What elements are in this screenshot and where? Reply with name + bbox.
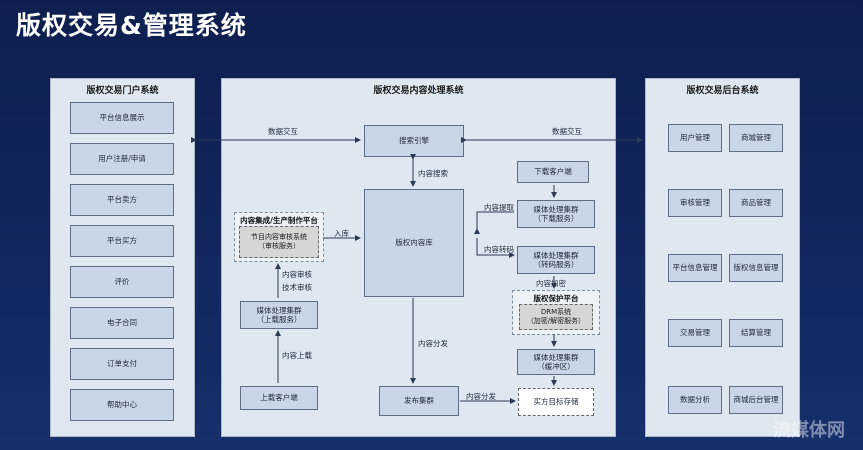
processing-title: 版权交易内容处理系统 xyxy=(373,86,464,96)
media-cluster-upload[interactable]: 媒体处理集群 （上载服务） xyxy=(240,301,318,329)
label-data-exchange-right: 数据交互 xyxy=(552,127,582,136)
drm-system[interactable]: DRM系统 （加密/解密服务） xyxy=(519,304,593,330)
backend-copyright-info-management[interactable]: 版权信息管理 xyxy=(729,254,783,282)
backend-settlement-management[interactable]: 结算管理 xyxy=(729,319,783,347)
drm-platform: 版权保护平台 DRM系统 （加密/解密服务） xyxy=(512,290,600,335)
label-content-distribute-2: 内容分发 xyxy=(466,392,496,401)
watermark-logo: 流媒体网 xyxy=(773,420,845,441)
portal-item-seller[interactable]: 平台卖方 xyxy=(70,184,174,216)
label-content-distribute-1: 内容分发 xyxy=(418,339,448,348)
portal-item-register[interactable]: 用户注册/申请 xyxy=(70,143,174,175)
portal-item-e-contract[interactable]: 电子合同 xyxy=(70,307,174,339)
backend-mall-management[interactable]: 商城管理 xyxy=(729,124,783,152)
backend-panel: 版权交易后台系统 用户管理 商城管理 审核管理 商品管理 平台信息管理 版权信息… xyxy=(645,78,800,437)
label-inbound: 入库 xyxy=(334,229,349,238)
backend-mall-backend-management[interactable]: 商城后台管理 xyxy=(729,386,783,414)
portal-item-review[interactable]: 评价 xyxy=(70,266,174,298)
backend-product-management[interactable]: 商品管理 xyxy=(729,189,783,217)
portal-panel: 版权交易门户系统 平台信息展示 用户注册/申请 平台卖方 平台买方 评价 电子合… xyxy=(50,78,195,437)
backend-user-management[interactable]: 用户管理 xyxy=(668,124,722,152)
backend-title: 版权交易后台系统 xyxy=(686,86,759,96)
production-platform: 内容集成/生产制作平台 节目内容审核系统 （审核服务） xyxy=(234,212,324,262)
arrow-content-extract xyxy=(474,211,514,234)
backend-data-analysis[interactable]: 数据分析 xyxy=(668,386,722,414)
portal-item-platform-info[interactable]: 平台信息展示 xyxy=(70,102,174,134)
label-content-extract: 内容提取 xyxy=(484,203,514,212)
portal-item-help-center[interactable]: 帮助中心 xyxy=(70,389,174,421)
portal-item-order-payment[interactable]: 订单支付 xyxy=(70,348,174,380)
portal-title: 版权交易门户系统 xyxy=(86,86,159,96)
label-content-encrypt: 内容加密 xyxy=(536,279,566,288)
label-content-transcode: 内容转码 xyxy=(484,245,514,254)
label-content-upload: 内容上载 xyxy=(282,351,312,360)
media-cluster-cache[interactable]: 媒体处理集群 （缓冲区） xyxy=(517,349,595,375)
download-client[interactable]: 下载客户端 xyxy=(517,161,589,183)
portal-item-buyer[interactable]: 平台买方 xyxy=(70,225,174,257)
production-platform-title: 内容集成/生产制作平台 xyxy=(240,216,318,225)
media-cluster-download[interactable]: 媒体处理集群 （下载服务） xyxy=(517,200,595,228)
page-title: 版权交易&管理系统 xyxy=(16,11,247,40)
content-review-system[interactable]: 节目内容审核系统 （审核服务） xyxy=(239,226,319,258)
publish-cluster[interactable]: 发布集群 xyxy=(379,386,459,416)
arrow-content-transcode xyxy=(476,238,515,258)
media-cluster-transcode[interactable]: 媒体处理集群 （转码服务） xyxy=(517,246,595,274)
content-library[interactable]: 版权内容库 xyxy=(364,189,464,297)
backend-transaction-management[interactable]: 交易管理 xyxy=(668,319,722,347)
upload-client[interactable]: 上载客户端 xyxy=(240,386,318,410)
label-content-review: 内容审核 xyxy=(282,270,312,279)
drm-platform-title: 版权保护平台 xyxy=(533,294,579,303)
backend-audit-management[interactable]: 审核管理 xyxy=(668,189,722,217)
label-tech-review: 技术审核 xyxy=(282,283,312,292)
backend-platform-info-management[interactable]: 平台信息管理 xyxy=(668,254,722,282)
label-data-exchange-left: 数据交互 xyxy=(268,127,298,136)
label-content-search: 内容搜索 xyxy=(418,169,448,178)
buyer-target-storage[interactable]: 买方目标存储 xyxy=(518,388,594,416)
